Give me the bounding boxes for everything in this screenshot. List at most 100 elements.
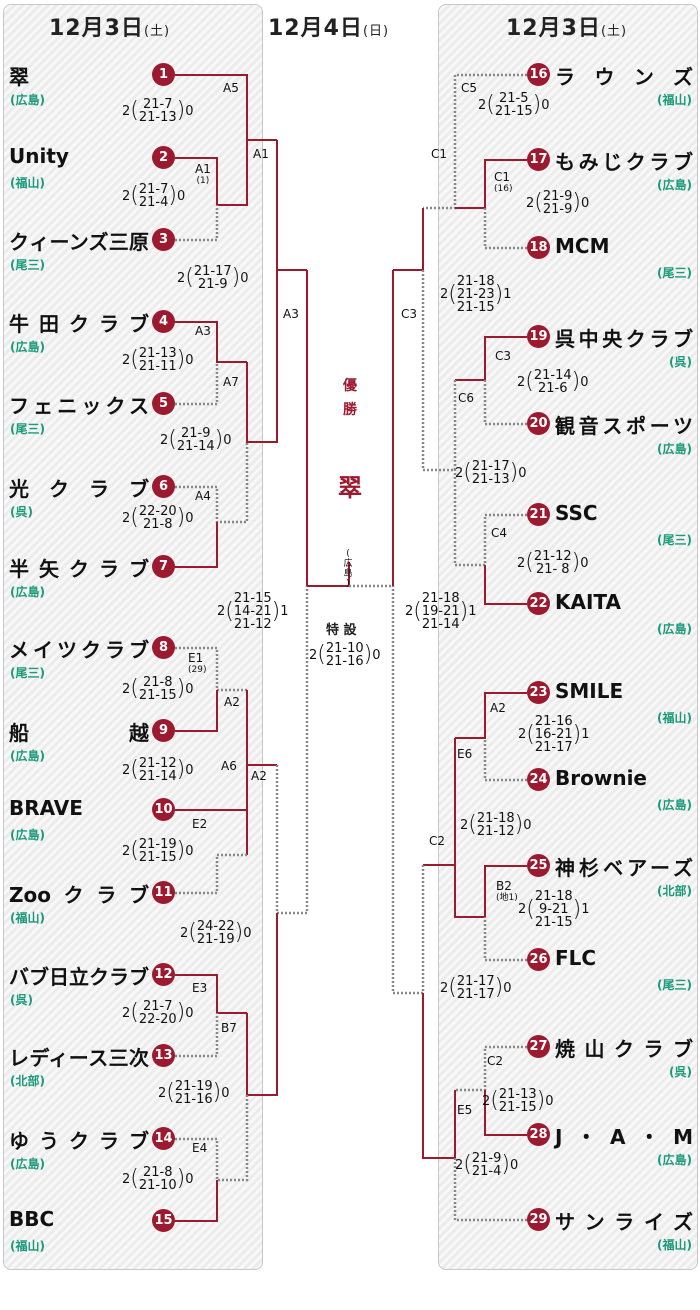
team-name: バブ日立クラブ (9, 965, 149, 989)
team-region: (呉) (10, 505, 33, 519)
match-code: C1 (431, 147, 448, 161)
line-l-13 (175, 1013, 219, 1058)
line-l-a6 (275, 586, 309, 915)
line-l-9 (175, 690, 218, 732)
line-r-26 (483, 917, 527, 962)
seed-badge: 25 (527, 854, 550, 877)
seed-badge: 7 (152, 555, 175, 578)
seed-badge: 19 (527, 325, 550, 348)
team-region: (広島) (657, 1153, 692, 1167)
line-l-15 (175, 1180, 218, 1222)
team-region: (呉) (669, 1065, 692, 1079)
team-name: MCM (555, 234, 610, 258)
match-code: B2(地1) (496, 879, 518, 904)
champion-region: (広島) (343, 549, 353, 589)
line-r-17 (455, 159, 527, 209)
match-code: C6 (458, 391, 475, 405)
line-r-28 (484, 1090, 527, 1136)
team-region: (広島) (10, 828, 45, 842)
line-r-c6 (421, 270, 457, 472)
line-l-a2 (246, 690, 277, 766)
line-l-10 (175, 765, 248, 855)
team-region: (尾三) (10, 422, 45, 436)
team-name: 牛田クラブ (9, 312, 149, 336)
seed-badge: 26 (527, 948, 550, 971)
line-r-22 (484, 565, 527, 605)
seed-badge: 24 (527, 768, 550, 791)
seed-badge: 1 (152, 63, 175, 86)
line-l-8 (175, 646, 247, 692)
match-code: A2 (224, 695, 240, 709)
team-region: (呉) (669, 355, 692, 369)
match-code: A6 (221, 759, 237, 773)
seed-badge: 23 (527, 681, 550, 704)
team-name: ラウンズ (555, 65, 693, 89)
team-region: (福山) (10, 176, 45, 190)
team-region: (広島) (10, 585, 45, 599)
team-region: (尾三) (657, 266, 692, 280)
line-l-3 (175, 205, 219, 242)
seed-badge: 28 (527, 1123, 550, 1146)
line-r-18 (483, 208, 527, 250)
team-region: (尾三) (10, 258, 45, 272)
seed-badge: 20 (527, 412, 550, 435)
team-region: (呉) (10, 993, 33, 1007)
match-code: A3 (195, 324, 211, 338)
date-left: 12月3日(土) (49, 16, 171, 41)
line-r-19 (455, 336, 527, 381)
match-code: C3 (401, 307, 418, 321)
match-code: E3 (192, 981, 208, 995)
seed-badge: 16 (527, 63, 550, 86)
seed-badge: 22 (527, 592, 550, 615)
match-code: C1(16) (494, 170, 513, 195)
team-name: 神杉ベアーズ (555, 856, 693, 880)
seed-badge: 13 (152, 1044, 175, 1067)
match-code: B7 (221, 1021, 237, 1035)
line-l-a7 (246, 270, 278, 443)
team-name: サンライズ (555, 1210, 693, 1234)
line-l-4 (175, 321, 247, 363)
team-name: SSC (555, 501, 598, 525)
match-code: A7 (223, 375, 239, 389)
team-region: (広島) (657, 442, 692, 456)
seed-badge: 21 (527, 503, 550, 526)
match-code: A5 (223, 81, 239, 95)
seed-badge: 15 (152, 1209, 175, 1232)
seed-badge: 8 (152, 636, 175, 659)
line-l-e3 (246, 913, 278, 1096)
team-region: (福山) (657, 93, 692, 107)
team-region: (北部) (657, 884, 692, 898)
seed-badge: 5 (152, 392, 175, 415)
team-name: Unity (9, 144, 69, 168)
seed-badge: 10 (152, 798, 175, 821)
match-code: C2 (487, 1054, 504, 1068)
line-l-12 (175, 974, 247, 1014)
line-r-16 (423, 73, 527, 210)
team-name: 呉中央クラブ (555, 327, 693, 351)
match-code: A1(1) (195, 162, 211, 187)
team-name: ゆうクラブ (9, 1129, 149, 1153)
team-name: FLC (555, 946, 597, 970)
team-name: 翠 (9, 65, 29, 89)
line-r-23 (455, 692, 527, 739)
match-code: C5 (461, 81, 478, 95)
match-code: E5 (457, 1103, 473, 1117)
team-name: Brownie (555, 766, 647, 790)
team-name: 船越 (9, 721, 149, 745)
team-name: BBC (9, 1207, 55, 1231)
seed-badge: 2 (152, 146, 175, 169)
line-r-c1 (393, 208, 424, 271)
